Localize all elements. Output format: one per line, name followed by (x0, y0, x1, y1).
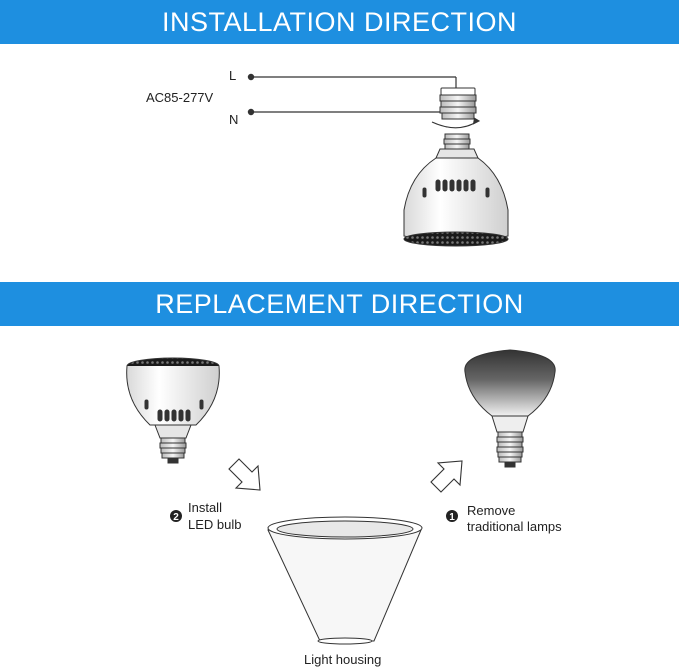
led-par-bulb-top (403, 133, 509, 247)
voltage-label: AC85-277V (146, 90, 214, 105)
step-1-line2: traditional lamps (467, 519, 562, 534)
svg-text:1: 1 (449, 512, 455, 523)
lamp-socket (439, 87, 477, 120)
step-1-line1: Remove (467, 503, 516, 518)
neutral-wire (247, 108, 440, 116)
step-2-line2: LED bulb (188, 517, 242, 532)
light-housing-label: Light housing (304, 652, 382, 667)
replacement-banner: REPLACEMENT DIRECTION (0, 282, 679, 326)
step-2-line1: Install (188, 500, 222, 515)
live-label: L (229, 68, 237, 83)
arrow-down-right-icon (228, 458, 261, 491)
svg-text:2: 2 (173, 512, 179, 523)
step-2-badge: 2 (170, 510, 182, 523)
step-1-badge: 1 (446, 510, 458, 523)
neutral-label: N (229, 112, 239, 127)
traditional-lamp (464, 349, 556, 468)
rotate-arrow-icon (431, 117, 481, 129)
arrow-up-right-icon (430, 460, 463, 493)
live-wire (247, 73, 457, 90)
installation-title: INSTALLATION DIRECTION (161, 6, 518, 37)
led-par-bulb-install (126, 357, 220, 464)
installation-banner: INSTALLATION DIRECTION (0, 0, 679, 44)
light-housing-cone (267, 516, 423, 645)
wiring-diagram (247, 73, 457, 116)
replacement-title: REPLACEMENT DIRECTION (155, 288, 524, 319)
